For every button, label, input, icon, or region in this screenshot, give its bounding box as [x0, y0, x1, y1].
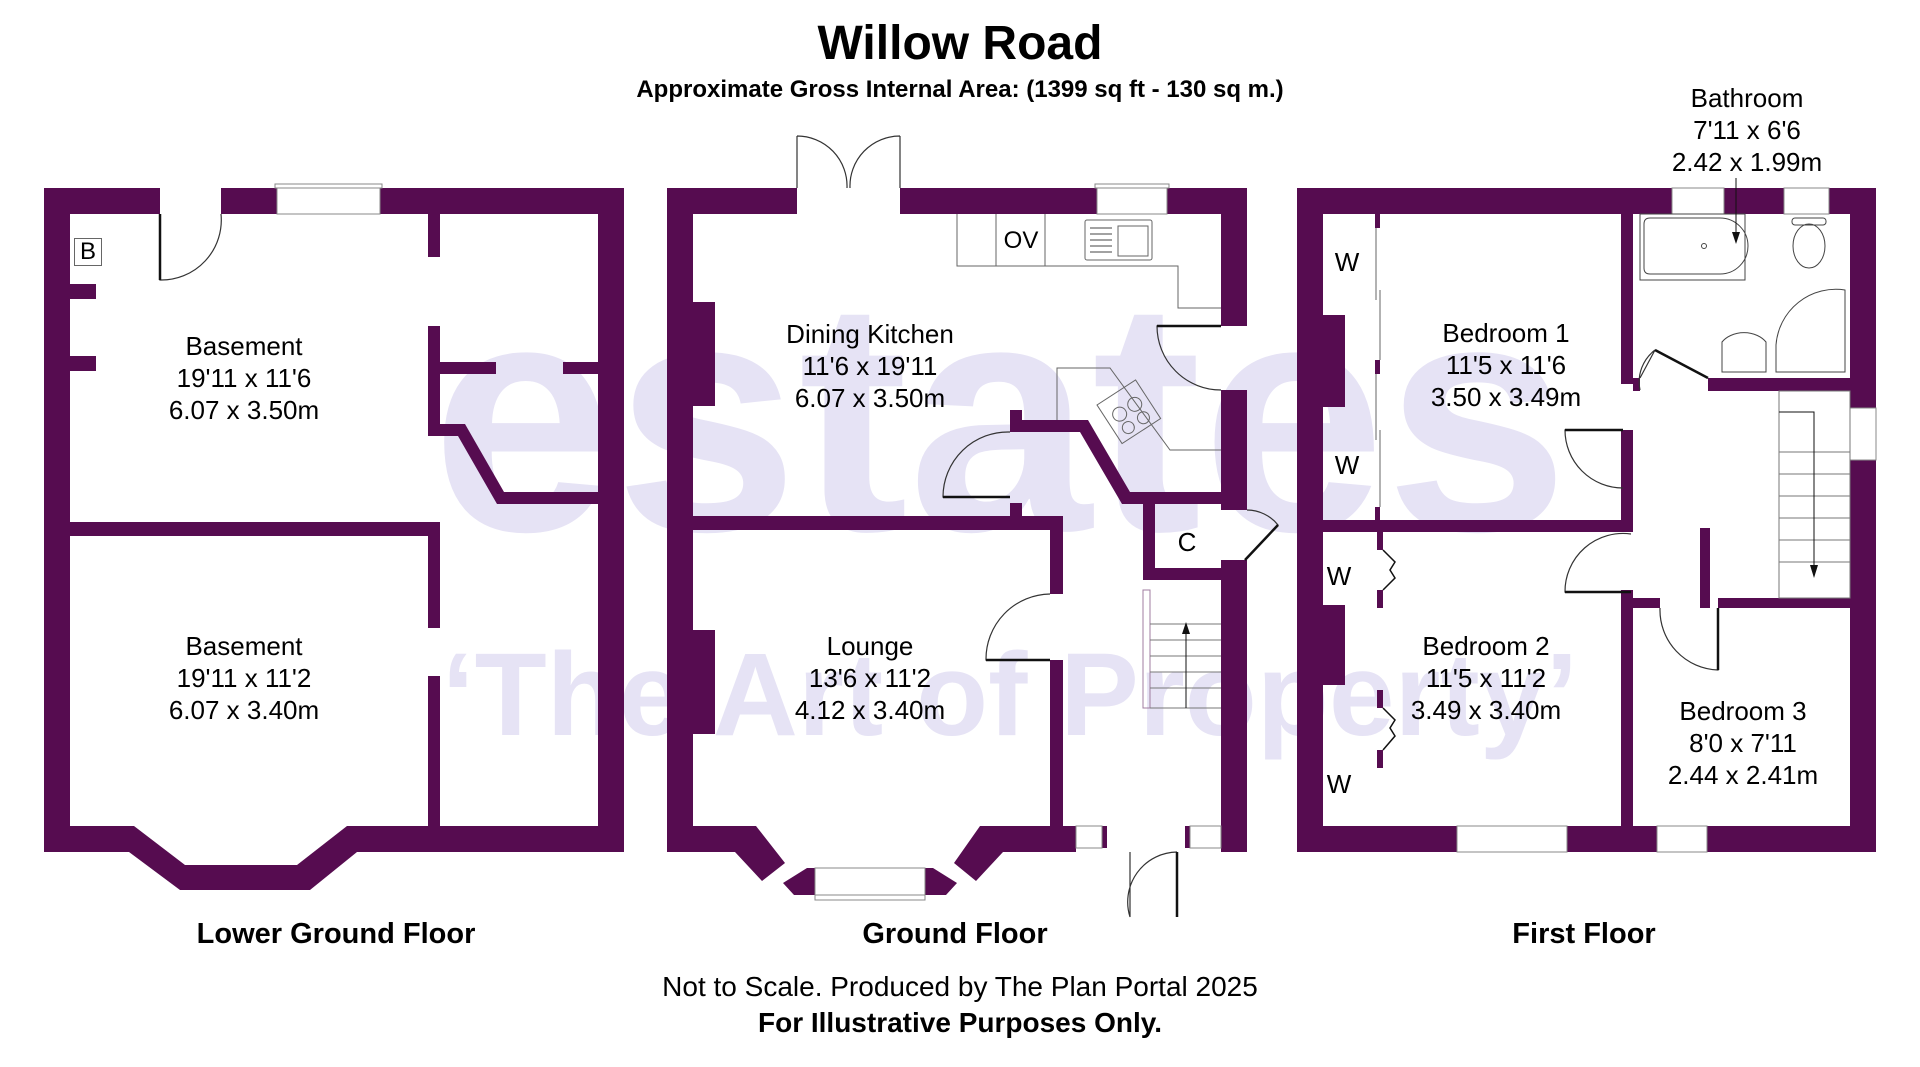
room-label-bathroom: Bathroom 7'11 x 6'6 2.42 x 1.99m: [1672, 82, 1822, 178]
stairs-ground: [1142, 589, 1221, 709]
cupboard-tag: C: [1177, 527, 1197, 557]
room-name: Bedroom 3: [1679, 696, 1807, 726]
wardrobe-tag: W: [1334, 247, 1360, 277]
doors: [159, 135, 1719, 918]
boiler-tag: B: [74, 238, 102, 266]
floor-label-first: First Floor: [1512, 918, 1656, 950]
gross-area-subtitle: Approximate Gross Internal Area: (1399 s…: [636, 76, 1284, 103]
bathroom-fixtures: [1639, 178, 1846, 373]
room-label-bedroom-3: Bedroom 3 8'0 x 7'11 2.44 x 2.41m: [1668, 695, 1818, 791]
kitchen-units: [956, 214, 1221, 451]
disclaimer-scale: Not to Scale. Produced by The Plan Porta…: [662, 971, 1258, 1002]
sink-drainer-icon: [1090, 227, 1112, 253]
room-imperial: 19'11 x 11'6: [176, 363, 312, 393]
room-name: Bathroom: [1690, 83, 1804, 113]
door-leaves: [158, 214, 1720, 917]
room-label-bedroom-2: Bedroom 2 11'5 x 11'2 3.49 x 3.40m: [1411, 630, 1561, 726]
ground-floor-walls: [667, 188, 1247, 895]
room-imperial: 7'11 x 6'6: [1693, 115, 1801, 145]
wardrobe-doors: [1375, 228, 1396, 751]
basin-icon: [1721, 332, 1767, 373]
room-name: Basement: [185, 631, 303, 661]
room-label-dining-kitchen: Dining Kitchen 11'6 x 19'11 6.07 x 3.50m: [786, 318, 954, 414]
walls: [44, 188, 1876, 895]
bath-icon: [1643, 217, 1749, 275]
toilet-icon: [1792, 223, 1826, 269]
room-name: Basement: [185, 331, 303, 361]
wardrobe-tag: W: [1326, 769, 1352, 799]
wardrobe-tag: W: [1326, 561, 1352, 591]
room-name: Bedroom 1: [1442, 318, 1570, 348]
room-name: Dining Kitchen: [786, 319, 954, 349]
room-imperial: 11'5 x 11'2: [1425, 663, 1547, 693]
room-name: Bedroom 2: [1422, 631, 1550, 661]
room-label-lounge: Lounge 13'6 x 11'2 4.12 x 3.40m: [795, 630, 945, 726]
room-metric: 2.44 x 2.41m: [1667, 760, 1819, 790]
room-imperial: 13'6 x 11'2: [808, 663, 932, 693]
room-metric: 6.07 x 3.40m: [168, 695, 320, 725]
room-label-basement-1: Basement 19'11 x 11'6 6.07 x 3.50m: [169, 330, 319, 426]
room-imperial: 8'0 x 7'11: [1689, 728, 1797, 758]
floor-label-lower-ground: Lower Ground Floor: [196, 918, 476, 950]
disclaimer-illustrative: For Illustrative Purposes Only.: [757, 1007, 1163, 1038]
room-imperial: 19'11 x 11'2: [176, 663, 312, 693]
room-label-bedroom-1: Bedroom 1 11'5 x 11'6 3.50 x 3.49m: [1431, 317, 1581, 413]
room-metric: 4.12 x 3.40m: [794, 695, 946, 725]
first-floor-walls: [1297, 188, 1876, 852]
room-metric: 6.07 x 3.50m: [168, 395, 320, 425]
hob-icon: [1096, 379, 1162, 445]
room-metric: 6.07 x 3.50m: [794, 383, 946, 413]
room-metric: 2.42 x 1.99m: [1671, 147, 1823, 177]
stairs-first: [1778, 390, 1851, 599]
room-metric: 3.49 x 3.40m: [1410, 695, 1562, 725]
room-metric: 3.50 x 3.49m: [1430, 382, 1582, 412]
stairs-up-arrow-icon: [1182, 622, 1190, 634]
bathroom-pointer-arrow-icon: [1732, 232, 1740, 244]
floor-label-ground: Ground Floor: [862, 918, 1048, 950]
wardrobe-tag: W: [1334, 450, 1360, 480]
page-title: Willow Road: [817, 17, 1103, 70]
oven-tag: OV: [1003, 227, 1039, 254]
shower-icon: [1775, 288, 1846, 373]
room-imperial: 11'6 x 19'11: [802, 351, 938, 381]
room-imperial: 11'5 x 11'6: [1445, 350, 1567, 380]
windows: [274, 183, 1877, 901]
room-name: Lounge: [826, 631, 914, 661]
watermark-tagline: ‘The Art of Property’: [442, 629, 1578, 761]
room-label-basement-2: Basement 19'11 x 11'2 6.07 x 3.40m: [169, 630, 319, 726]
lower-ground-floor-walls: [44, 188, 624, 890]
stairs-down-arrow-icon: [1810, 565, 1818, 578]
